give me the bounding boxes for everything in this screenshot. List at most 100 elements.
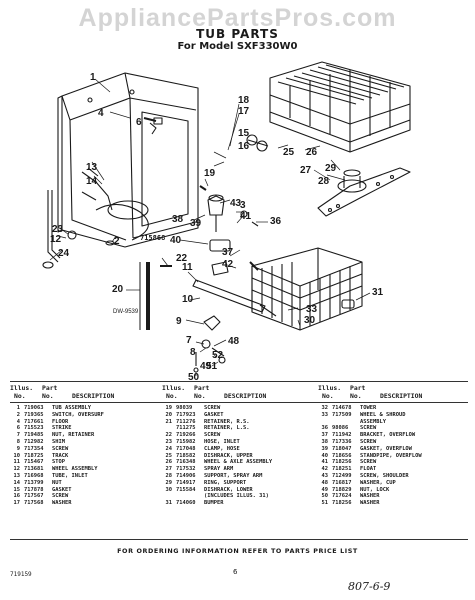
part-description: SCREW: [360, 459, 377, 466]
page-number: 6: [233, 568, 238, 576]
illus-number: [162, 493, 176, 500]
part-description: SCREW, SHOULDER: [360, 472, 409, 479]
part-number: 711276: [176, 418, 196, 425]
callout-2: 2: [114, 236, 120, 247]
document-number: 719159: [10, 571, 32, 578]
illus-number: 13: [13, 472, 21, 479]
diagram-id-label: DW-9539: [113, 309, 139, 315]
part-number: 717509: [332, 411, 352, 418]
header-illus: Illus.: [162, 384, 186, 392]
callout-10: 10: [182, 294, 194, 305]
tub-assembly-drawing: [57, 72, 199, 248]
illus-number: 1: [16, 405, 20, 411]
illus-number: 38: [321, 438, 329, 445]
list-header-rule: [10, 402, 468, 403]
part-number: 713681: [24, 466, 44, 473]
illus-number: 36: [321, 425, 329, 432]
illus-number: 41: [321, 459, 329, 466]
header-description: DESCRIPTION: [380, 392, 423, 400]
callout-43: 43: [230, 198, 242, 209]
illus-number: 14: [13, 479, 21, 486]
part-description: TRACK: [52, 452, 69, 459]
part-description: WHEEL & AXLE ASSEMBLY: [204, 459, 273, 466]
part-description: WASHER, CUP: [360, 479, 396, 486]
callout-17: 17: [238, 106, 250, 117]
part-number: 717048: [176, 445, 196, 452]
header-illus: Illus.: [10, 384, 34, 392]
list-top-rule: [10, 381, 468, 382]
callout-30: 30: [304, 315, 316, 326]
header-part-no: No.: [194, 392, 206, 400]
illus-number: 22: [165, 432, 173, 439]
part-number: 714060: [176, 500, 196, 507]
exploded-parts-diagram: 1461817151613142526272928193943341363823…: [42, 61, 411, 383]
callout-40: 40: [170, 235, 182, 246]
part-number: 719365: [24, 411, 44, 418]
callout-12: 12: [50, 234, 62, 245]
part-description: SCREW: [52, 445, 69, 452]
illus-number: 29: [165, 479, 173, 486]
part-number: 717532: [176, 466, 196, 473]
bumper-drawing: [341, 299, 355, 309]
header-part: Part: [350, 384, 366, 392]
illus-number: [318, 419, 332, 426]
part-number: 717878: [24, 486, 44, 493]
illus-number: 51: [321, 500, 329, 507]
callout-15: 15: [238, 128, 250, 139]
illus-number: 12: [13, 466, 21, 473]
part-number: 718256: [332, 500, 352, 507]
callout-18: 18: [238, 95, 250, 106]
part-number: 717661: [24, 418, 44, 425]
illus-number: 20: [165, 411, 173, 418]
lower-dishrack-drawing: [251, 247, 363, 331]
part-number: 712499: [332, 472, 352, 479]
ordering-note: FOR ORDERING INFORMATION REFER TO PARTS …: [117, 547, 358, 555]
part-number: 715584: [176, 486, 196, 493]
illus-number: 2: [16, 411, 20, 418]
callout-27: 27: [300, 165, 312, 176]
part-number: 712982: [24, 438, 44, 445]
part-description: (INCLUDES ILLUS. 31): [204, 493, 269, 500]
illus-number: 27: [165, 466, 173, 473]
part-description: TOWER: [360, 405, 377, 411]
header-part-no: No.: [42, 392, 54, 400]
illus-number: 42: [321, 466, 329, 473]
part-number: 716817: [332, 479, 352, 486]
callout-26: 26: [306, 147, 318, 158]
part-number: 718047: [332, 445, 352, 452]
handwritten-note: 807-6-9: [348, 580, 391, 593]
part-description: WHEEL & SHROUD: [360, 411, 406, 418]
part-number: 718251: [332, 466, 352, 473]
part-description: WASHER: [52, 500, 72, 507]
part-description: STRIKE: [52, 425, 72, 432]
part-number: 715523: [24, 425, 44, 432]
callout-19: 19: [204, 168, 216, 179]
illus-number: 32: [321, 405, 329, 411]
part-description: FLOAT: [360, 466, 377, 473]
part-description: RETAINER, R.S.: [204, 418, 250, 425]
part-description: SCREW: [204, 432, 221, 439]
part-description: WASHER: [360, 493, 380, 500]
part-description: DISHRACK, UPPER: [204, 452, 253, 459]
callout-20: 20: [112, 284, 124, 295]
spray-arm-drawing: [317, 167, 411, 217]
upper-rack-wheel-icon: [246, 134, 258, 146]
list-header-col2: Illus. Part No. No. DESCRIPTION: [162, 384, 266, 432]
part-description: NUT, LOCK: [360, 486, 390, 493]
